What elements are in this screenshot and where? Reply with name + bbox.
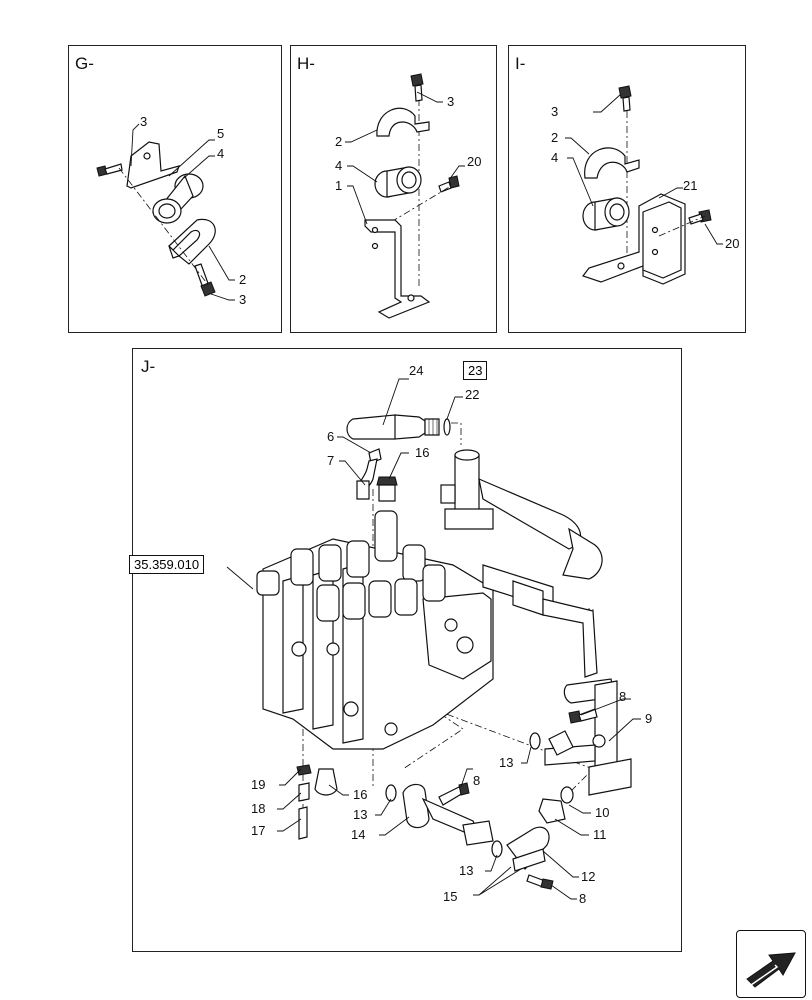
callout-16: 16 (415, 445, 429, 460)
callout-1: 1 (335, 178, 342, 193)
callout-22: 22 (465, 387, 479, 402)
callout-11: 11 (593, 827, 607, 842)
callout-14: 14 (351, 827, 365, 842)
callout-21: 21 (683, 178, 697, 193)
bushing-part (152, 173, 204, 224)
callout-13-lower: 13 (353, 807, 367, 822)
fitting-stack-part (296, 764, 338, 840)
callout-4: 4 (335, 158, 342, 173)
plug-part (538, 786, 574, 824)
panel-h-title: H- (297, 54, 315, 73)
clamp-part (584, 147, 640, 179)
panel-g: G- (68, 45, 282, 333)
bracket-part (126, 141, 180, 189)
arrow-back-icon[interactable] (736, 930, 806, 998)
callout-3: 3 (447, 94, 454, 109)
callout-20: 20 (467, 154, 481, 169)
callout-13: 13 (499, 755, 513, 770)
callout-8-bottom: 8 (579, 891, 586, 906)
callout-5: 5 (217, 126, 224, 141)
callout-2: 2 (551, 130, 558, 145)
cap-part (376, 476, 398, 502)
panel-g-title: G- (75, 54, 94, 73)
bolt-part (410, 73, 424, 102)
bolt-part (618, 85, 632, 112)
panel-h-drawing: 3 2 4 20 1 (335, 73, 481, 319)
panel-j-drawing: 24 22 6 16 7 8 9 13 10 11 19 16 18 8 13 … (226, 363, 652, 906)
callout-6: 6 (327, 429, 334, 444)
bushing-part (374, 166, 422, 198)
callout-20: 20 (725, 236, 739, 251)
bolt-side-part (438, 175, 460, 193)
quick-coupler-part (346, 414, 451, 440)
panel-h: H- (290, 45, 497, 333)
bracket-part (582, 193, 686, 285)
panel-j-title: J- (141, 357, 156, 376)
callout-15: 15 (443, 889, 457, 904)
panel-i-title: I- (515, 54, 526, 73)
bushing-part (582, 197, 630, 231)
callout-12: 12 (581, 869, 595, 884)
bolt-lower-part (194, 263, 216, 297)
callout-9: 9 (645, 711, 652, 726)
panel-i-drawing: 3 2 4 21 20 (551, 85, 739, 285)
callout-13-bottom: 13 (459, 863, 473, 878)
elbow-fitting-part (356, 448, 382, 500)
callout-3: 3 (140, 114, 147, 129)
panel-j: J- 35.359.010 23 (129, 348, 682, 952)
valve-block-part (256, 510, 494, 750)
pipe-assembly-part (440, 449, 603, 678)
callout-2: 2 (239, 272, 246, 287)
clamp-part (376, 107, 430, 137)
callout-3: 3 (551, 104, 558, 119)
callout-19: 19 (251, 777, 265, 792)
callout-8: 8 (619, 689, 626, 704)
callout-4: 4 (551, 150, 558, 165)
callout-2: 2 (335, 134, 342, 149)
callout-24: 24 (409, 363, 423, 378)
callout-17: 17 (251, 823, 265, 838)
clamp-part (168, 218, 216, 265)
callout-3-lower: 3 (239, 292, 246, 307)
bracket-part (364, 219, 431, 319)
panel-g-drawing: 3 5 4 2 3 (96, 114, 246, 307)
flange-part (385, 730, 574, 872)
arrow-back-icon-glyph (746, 952, 796, 988)
callout-4: 4 (217, 146, 224, 161)
callout-8-mid: 8 (473, 773, 480, 788)
callout-16-lower: 16 (353, 787, 367, 802)
panel-i: I- 3 2 (508, 45, 746, 333)
callout-7: 7 (327, 453, 334, 468)
tee-fitting-part (544, 678, 632, 796)
callout-10: 10 (595, 805, 609, 820)
callout-18: 18 (251, 801, 265, 816)
bolt-part (96, 163, 123, 177)
reference-box[interactable]: 35.359.010 (129, 555, 205, 574)
boxed-callout-23: 23 (463, 361, 488, 380)
